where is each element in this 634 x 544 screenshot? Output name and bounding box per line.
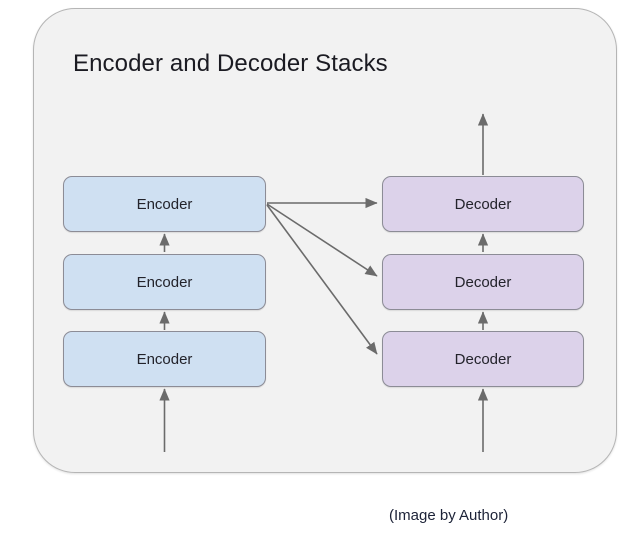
decoder-node-label: Decoder — [454, 195, 512, 213]
image-caption: (Image by Author) — [389, 507, 509, 524]
encoder-node-top[interactable]: Encoder — [63, 176, 266, 232]
encoder-node-label: Encoder — [136, 195, 193, 213]
decoder-node-label: Decoder — [454, 350, 512, 368]
encoder-node-middle[interactable]: Encoder — [63, 254, 266, 310]
decoder-node-label: Decoder — [454, 273, 512, 291]
decoder-node-middle[interactable]: Decoder — [382, 254, 584, 310]
decoder-node-bottom[interactable]: Decoder — [382, 331, 584, 387]
encoder-node-label: Encoder — [136, 350, 193, 368]
encoder-node-label: Encoder — [136, 273, 193, 291]
page-title: Encoder and Decoder Stacks — [73, 50, 388, 77]
decoder-node-top[interactable]: Decoder — [382, 176, 584, 232]
encoder-node-bottom[interactable]: Encoder — [63, 331, 266, 387]
